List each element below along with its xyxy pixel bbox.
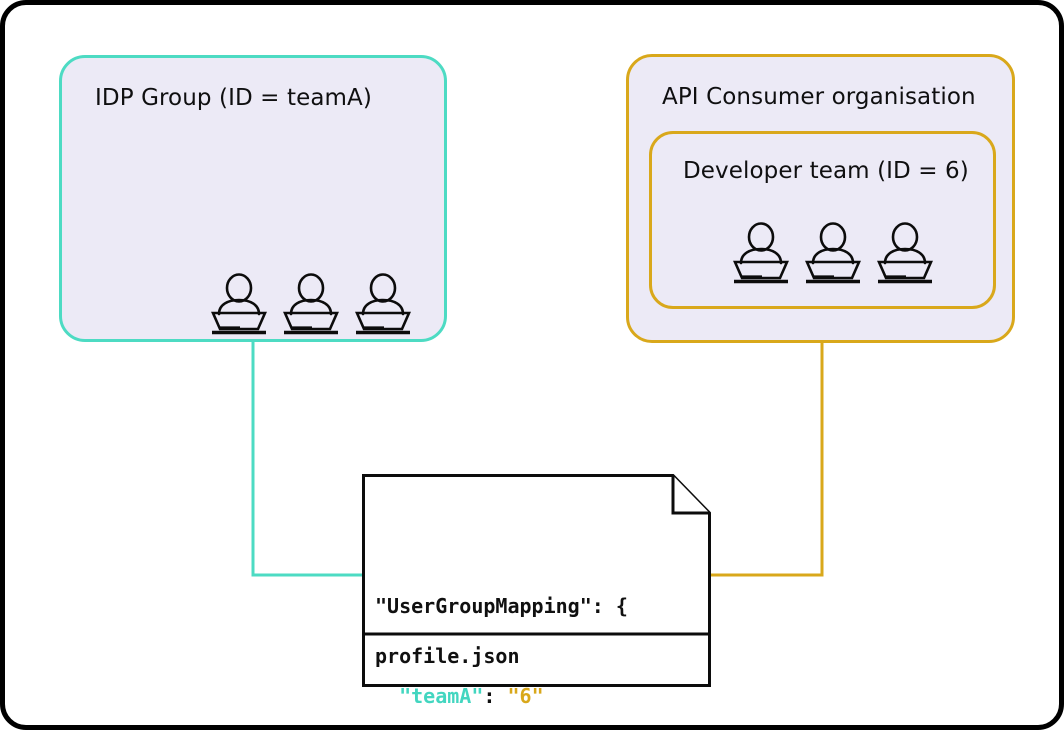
person-at-laptop-icon <box>355 273 411 335</box>
person-at-laptop-icon <box>877 222 933 284</box>
person-at-laptop-icon <box>283 273 339 335</box>
json-separator: : <box>483 684 508 708</box>
idp-group-title: IDP Group (ID = teamA) <box>95 85 372 111</box>
developer-team-people <box>732 222 934 284</box>
developer-team-box: Developer team (ID = 6) <box>649 131 996 309</box>
person-at-laptop-icon <box>211 273 267 335</box>
connector-idp-group-to-mapping-key <box>251 342 392 588</box>
file-document-icon <box>362 474 711 687</box>
json-value-6: "6" <box>507 684 544 708</box>
developer-team-title: Developer team (ID = 6) <box>683 158 969 184</box>
json-line-1: "UserGroupMapping": { <box>375 594 628 618</box>
api-consumer-organisation-box: API Consumer organisation Developer team… <box>626 54 1015 343</box>
document-filename: profile.json <box>375 644 520 668</box>
api-consumer-organisation-title: API Consumer organisation <box>662 84 976 110</box>
person-at-laptop-icon <box>805 222 861 284</box>
profile-json-document: "UserGroupMapping": { "teamA": "6" } pro… <box>362 474 711 708</box>
idp-group-people <box>210 273 412 335</box>
person-at-laptop-icon <box>733 222 789 284</box>
json-code-block: "UserGroupMapping": { "teamA": "6" } <box>375 531 705 725</box>
json-key-teama: "teamA" <box>399 684 484 708</box>
json-line-2: "teamA": "6" <box>375 681 705 711</box>
idp-group-box: IDP Group (ID = teamA) <box>59 55 447 342</box>
